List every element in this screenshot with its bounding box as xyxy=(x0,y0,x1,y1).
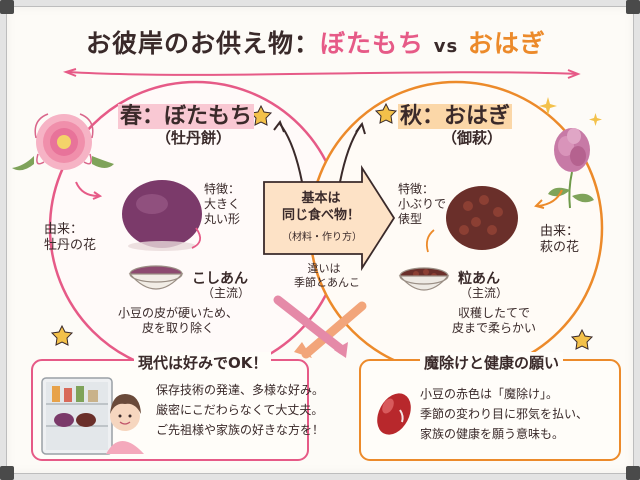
peony-icon xyxy=(12,113,114,171)
arrow-icon xyxy=(425,229,435,253)
autumn-heading-text: 秋：おはぎ xyxy=(398,104,513,129)
title-underline xyxy=(67,71,579,76)
board-corner xyxy=(0,0,14,14)
fridge-icon xyxy=(41,377,113,455)
autumn-paste: 粒あん xyxy=(458,271,500,287)
title-botamochi: ぼたもち xyxy=(320,29,425,58)
arrow-icon xyxy=(191,227,202,249)
wish-body: 小豆の赤色は「魔除け」。 季節の変わり目に邪気を払い、 家族の健康を願う意味も。 xyxy=(420,387,589,441)
koshian-bowl-icon xyxy=(128,265,184,290)
tsubuan-bowl-icon xyxy=(398,267,450,291)
center-arrow-icon xyxy=(263,164,396,272)
center-arrow-sub: （材料・作り方） xyxy=(282,232,362,243)
spring-heading: 春：ぼたもち xyxy=(118,98,255,130)
spring-origin: 由来： 牡丹の花 xyxy=(44,222,97,253)
spring-paste: こしあん xyxy=(192,271,248,287)
wish-heading: 魔除けと健康の願い xyxy=(420,352,564,373)
center-arrow-text: 基本は 同じ食べ物！ xyxy=(281,191,360,223)
spring-paste-sub: （主流） xyxy=(202,286,251,300)
modern-body: 保存技術の発達、多様な好み。 厳密にこだわらなくて大丈夫。 ご先祖様や家族の好き… xyxy=(156,383,325,437)
arrow-icon xyxy=(537,189,563,207)
autumn-feature: 特徴： 小ぶりで 俵型 xyxy=(398,182,447,226)
arrow-icon xyxy=(301,301,367,359)
board-corner xyxy=(626,466,640,480)
bean-icon xyxy=(377,393,411,435)
center-diff: 違いは 季節とあんこ xyxy=(294,262,360,289)
autumn-heading: 秋：おはぎ xyxy=(398,98,513,130)
board-corner xyxy=(0,466,14,480)
title-underline-tip xyxy=(62,68,77,77)
illustration-layer xyxy=(12,68,621,461)
modern-heading: 現代は好みでOK！ xyxy=(134,352,272,373)
title-underline-tip xyxy=(567,69,581,79)
autumn-sub: （御萩） xyxy=(442,129,503,147)
ohagi-icon xyxy=(446,186,518,250)
board-corner xyxy=(626,0,640,14)
spring-heading-text: 春：ぼたもち xyxy=(118,104,255,129)
title-ohagi: おはぎ xyxy=(467,29,546,58)
sparkle-icon xyxy=(539,97,602,126)
autumn-note: 収穫したてで 皮まで柔らかい xyxy=(452,306,537,335)
autumn-paste-sub: （主流） xyxy=(460,286,509,300)
spring-feature: 特徴： 大きく 丸い形 xyxy=(204,182,241,226)
woman-icon xyxy=(106,394,144,454)
clover-flower-icon xyxy=(548,128,594,209)
autumn-origin: 由来： 萩の花 xyxy=(540,224,580,255)
title-prefix: お彼岸のお供え物： xyxy=(86,29,321,58)
star-icon xyxy=(50,102,594,350)
page-title: お彼岸のお供え物：ぼたもち vs おはぎ xyxy=(86,24,546,60)
title-vs: vs xyxy=(433,36,459,57)
spring-note: 小豆の皮が硬いため、 皮を取り除く xyxy=(118,306,239,335)
arrow-icon xyxy=(75,181,99,197)
botamochi-icon xyxy=(122,180,202,248)
arrow-icon xyxy=(273,295,347,355)
spring-sub: （牡丹餅） xyxy=(156,129,232,147)
